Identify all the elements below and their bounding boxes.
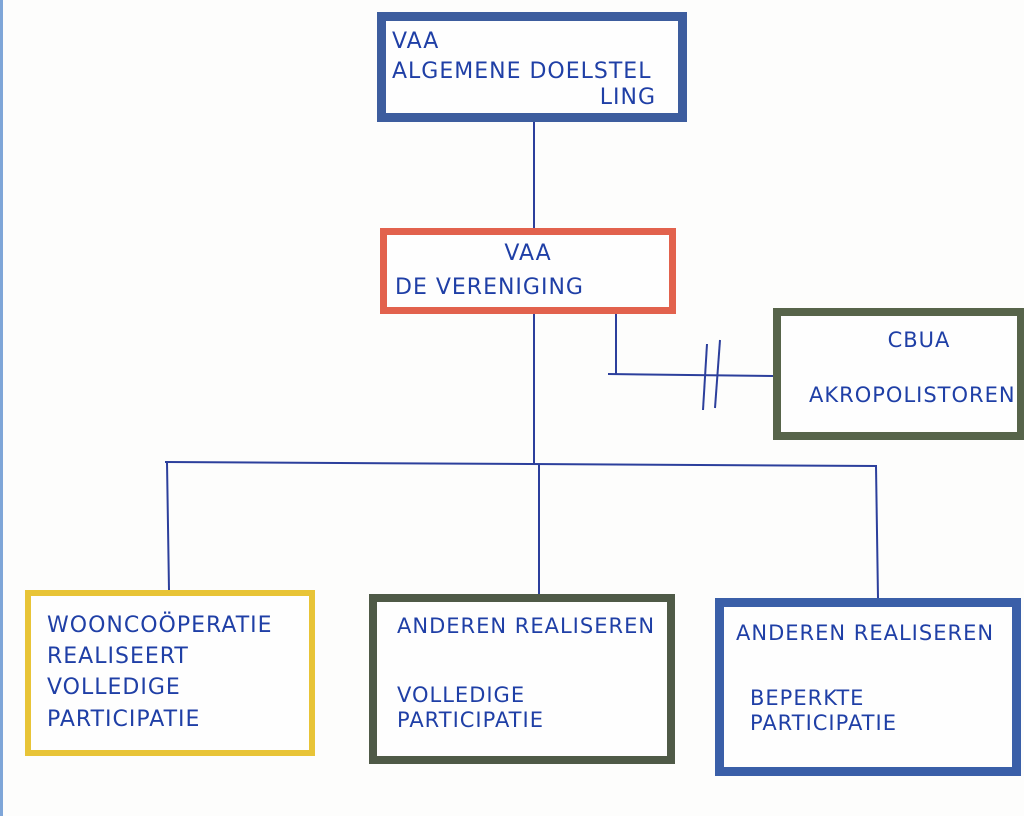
node-association-line-2: DE VERENIGING xyxy=(395,274,584,300)
connector-bus xyxy=(164,461,878,467)
connector-lines xyxy=(164,122,879,599)
connector-break-mark-2 xyxy=(714,339,721,409)
connector-drop-right xyxy=(875,465,879,599)
connector-drop-left xyxy=(166,461,170,591)
node-general-objective-line-1: VAA xyxy=(392,29,440,54)
node-others-limited-participation: ANDEREN REALISEREN BEPERKTE PARTICIPATIE xyxy=(715,598,1021,776)
node-housing-cooperative-line-2: REALISEERT xyxy=(47,644,189,670)
connector-break-mark-1 xyxy=(702,343,708,411)
node-cbua-line-1: CBUA xyxy=(887,328,951,352)
node-cbua-line-2: AKROPOLISTOREN xyxy=(809,382,1016,407)
node-housing-cooperative-line-4: PARTICIPATIE xyxy=(47,706,201,732)
node-association-line-1: VAA xyxy=(504,241,552,266)
node-housing-cooperative: WOONCOÖPERATIE REALISEERT VOLLEDIGE PART… xyxy=(25,590,315,756)
node-association: VAA DE VERENIGING xyxy=(380,228,676,314)
node-housing-cooperative-line-1: WOONCOÖPERATIE xyxy=(47,613,273,638)
connector-association-to-cbua-horizontal xyxy=(607,373,774,377)
node-housing-cooperative-line-3: VOLLEDIGE xyxy=(47,675,181,701)
node-general-objective-line-3: LING xyxy=(599,84,656,110)
node-others-full-participation-line-1: ANDEREN REALISEREN xyxy=(397,614,656,638)
node-others-full-participation: ANDEREN REALISEREN VOLLEDIGE PARTICIPATI… xyxy=(369,594,675,764)
node-others-limited-participation-line-3: PARTICIPATIE xyxy=(750,710,897,735)
node-others-full-participation-line-2: VOLLEDIGE xyxy=(397,682,526,707)
node-general-objective-line-2: ALGEMENE DOELSTEL xyxy=(392,58,652,84)
node-others-limited-participation-line-2: BEPERKTE xyxy=(750,685,865,710)
node-cbua: CBUA AKROPOLISTOREN xyxy=(773,308,1024,440)
node-general-objective: VAA ALGEMENE DOELSTEL LING xyxy=(377,12,687,122)
node-others-limited-participation-line-1: ANDEREN REALISEREN xyxy=(736,621,995,645)
node-others-full-participation-line-3: PARTICIPATIE xyxy=(397,707,544,732)
